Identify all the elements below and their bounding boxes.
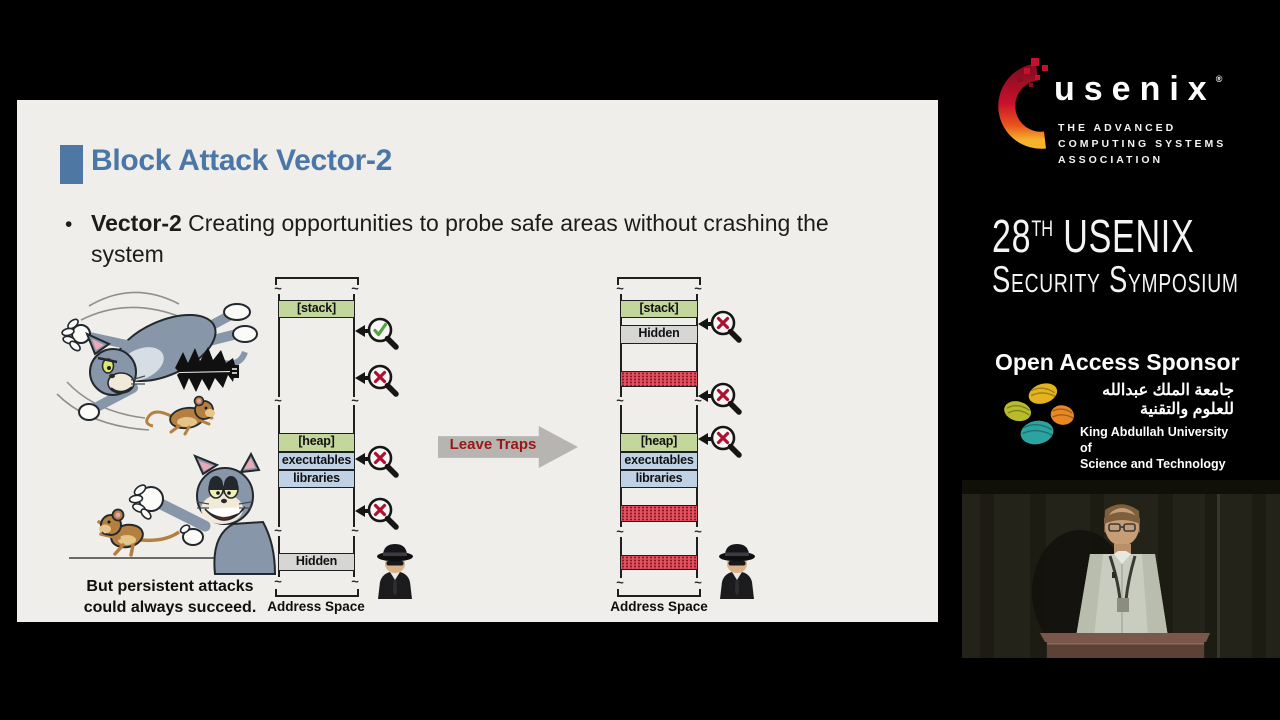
open-access-sponsor-heading: Open Access Sponsor <box>995 349 1240 375</box>
attacker-spy-icon <box>377 544 413 599</box>
probe-denied-magnifier-icon <box>355 364 399 397</box>
left-stack-band: [stack] <box>278 300 355 318</box>
tilde-mark: ~ <box>694 574 702 590</box>
tilde-mark: ~ <box>351 280 359 296</box>
probe-denied-magnifier-icon <box>355 445 399 478</box>
attacker-spy-icon <box>719 544 755 599</box>
left-hidden-band: Hidden <box>278 553 355 571</box>
right-hidden-band: Hidden <box>620 325 698 344</box>
right-libraries-band: libraries <box>620 470 698 488</box>
right-address-space-label: Address Space <box>610 599 708 614</box>
right-column-border-1 <box>620 294 698 397</box>
right-heap-band: [heap] <box>620 433 698 452</box>
kaust-beacon-logo-icon <box>1004 383 1074 445</box>
right-trap-band-3 <box>620 555 698 570</box>
tilde-mark: ~ <box>274 392 282 408</box>
tilde-mark: ~ <box>616 523 624 539</box>
tom-jerry-chase-trap-illustration <box>56 291 258 436</box>
tom-jerry-grab-illustration <box>69 452 277 575</box>
right-executables-band: executables <box>620 452 698 470</box>
bullet-text: Vector-2 Creating opportunities to probe… <box>91 208 936 270</box>
right-column-bottom-bracket <box>617 589 701 597</box>
tilde-mark: ~ <box>616 392 624 408</box>
tilde-mark: ~ <box>274 522 282 538</box>
right-stack-band: [stack] <box>620 300 698 318</box>
left-heap-band: [heap] <box>278 433 355 452</box>
tilde-mark: ~ <box>694 280 702 296</box>
tilde-mark: ~ <box>274 573 282 589</box>
left-column-bottom-bracket <box>275 589 359 597</box>
tilde-mark: ~ <box>351 522 359 538</box>
left-column-border-1 <box>278 294 355 397</box>
probe-allowed-magnifier-icon <box>355 317 399 350</box>
usenix-wordmark: usenix® <box>1054 70 1223 108</box>
title-accent-rect <box>60 145 83 184</box>
bullet-line1: Creating opportunities to probe safe are… <box>188 210 829 236</box>
probe-denied-magnifier-icon <box>698 425 742 458</box>
usenix-tagline: THE ADVANCED COMPUTING SYSTEMS ASSOCIATI… <box>1058 122 1227 166</box>
tilde-mark: ~ <box>274 280 282 296</box>
page-title: Block Attack Vector-2 <box>91 144 393 177</box>
leave-traps-label: Leave Traps <box>449 436 537 453</box>
left-address-space-label: Address Space <box>267 599 365 614</box>
bullet-line2: system <box>91 241 164 267</box>
kaust-english-name: King Abdullah University of Science and … <box>1080 425 1229 471</box>
probe-denied-magnifier-icon <box>698 382 742 415</box>
tilde-mark: ~ <box>694 523 702 539</box>
tilde-mark: ~ <box>616 574 624 590</box>
left-libraries-band: libraries <box>278 470 355 488</box>
tilde-mark: ~ <box>351 573 359 589</box>
right-trap-band-2 <box>620 505 698 522</box>
probe-denied-magnifier-icon <box>355 497 399 530</box>
tilde-mark: ~ <box>694 392 702 408</box>
registered-mark: ® <box>1215 74 1223 84</box>
bullet-bold-lead: Vector-2 <box>91 210 182 236</box>
speaker-video-feed <box>962 480 1280 658</box>
bullet-marker: • <box>65 213 73 236</box>
right-trap-band-1 <box>620 371 698 387</box>
persistent-attack-caption: But persistent attacks could always succ… <box>83 578 257 616</box>
tilde-mark: ~ <box>616 280 624 296</box>
usenix-logo-swoosh-icon <box>998 58 1048 149</box>
presentation-slide: Block Attack Vector-2 • Vector-2 Creatin… <box>17 100 938 622</box>
tilde-mark: ~ <box>351 392 359 408</box>
kaust-logo-text: جامعة الملك عبدالله للعلوم والتقنية King… <box>1080 382 1234 471</box>
right-column-top-bracket <box>617 277 701 285</box>
left-column-top-bracket <box>275 277 359 285</box>
left-executables-band: executables <box>278 452 355 470</box>
symposium-logotype: 28TH USENIX Security Symposium <box>992 210 1239 300</box>
probe-denied-magnifier-icon <box>698 310 742 343</box>
